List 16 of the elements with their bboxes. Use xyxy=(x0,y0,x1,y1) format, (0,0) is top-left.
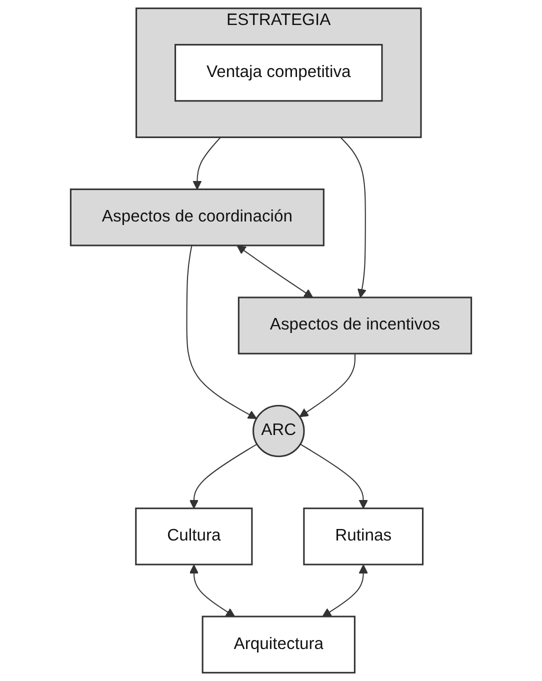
node-box: Cultura xyxy=(135,508,253,566)
arrow xyxy=(299,354,356,418)
arrow xyxy=(189,444,258,509)
node-circle: ARC xyxy=(252,404,305,458)
node-box: Rutinas xyxy=(303,508,424,566)
node-box: Arquitectura xyxy=(202,616,356,674)
arrow xyxy=(236,245,314,298)
arrow xyxy=(340,136,366,298)
node-box: Ventaja competitiva xyxy=(174,44,383,102)
arrow xyxy=(300,444,368,509)
arrow xyxy=(189,564,236,617)
arrow xyxy=(186,245,257,420)
arrow xyxy=(322,564,368,617)
node-box: Aspectos de incentivos xyxy=(238,296,472,354)
node-box: Aspectos de coordinación xyxy=(70,188,324,246)
arrow xyxy=(192,136,221,190)
